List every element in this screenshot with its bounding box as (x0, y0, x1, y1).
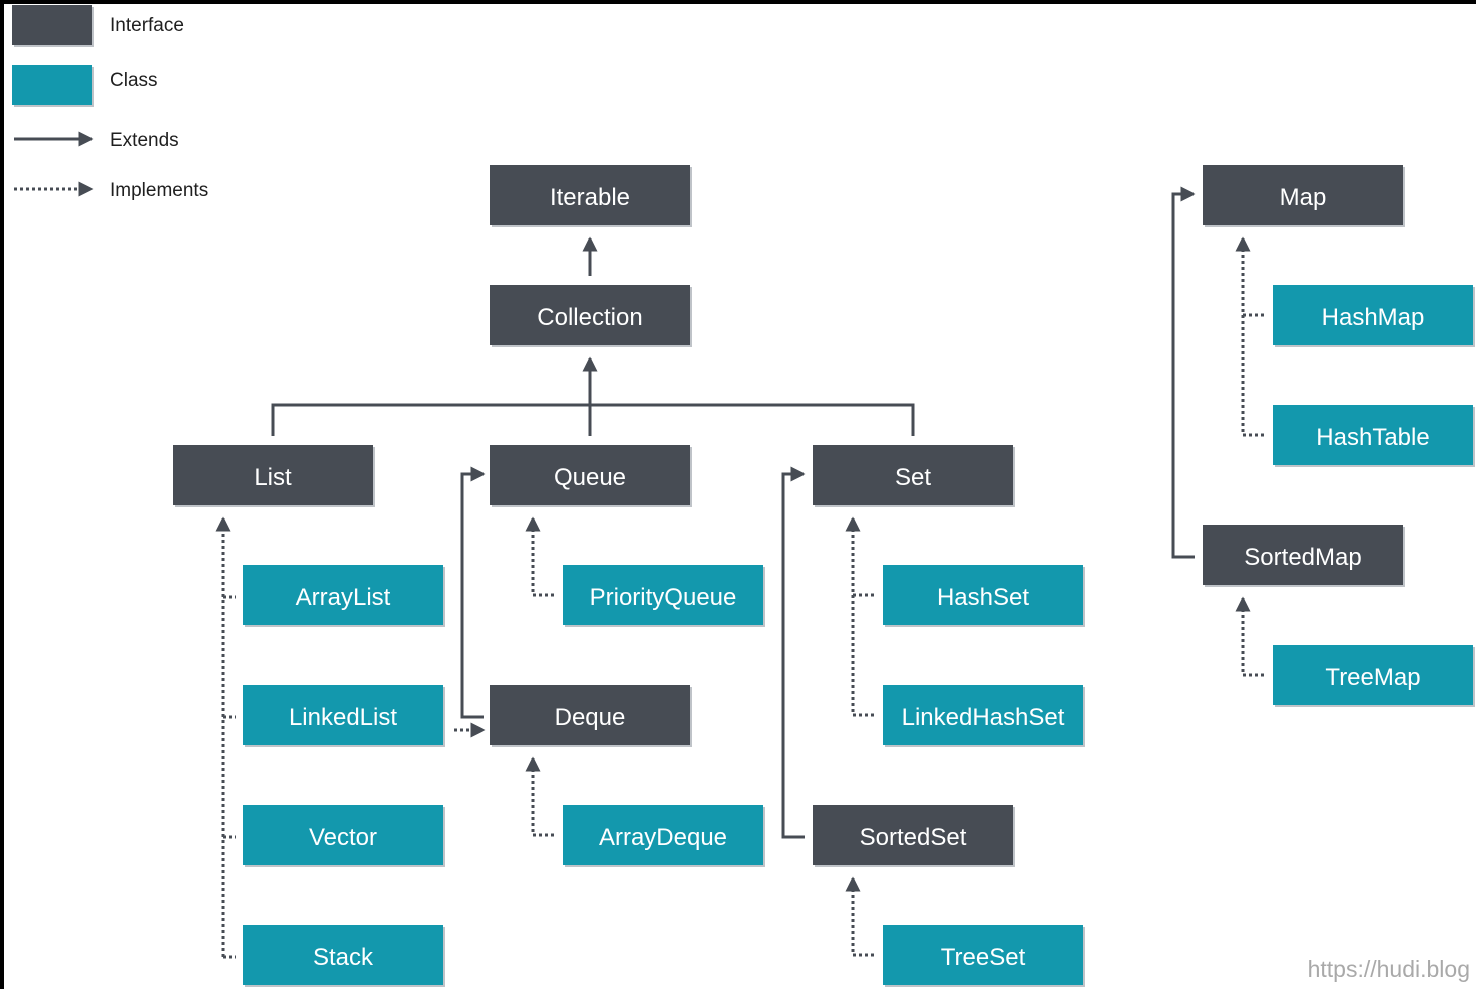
node-box (1273, 405, 1473, 465)
node-label: PriorityQueue (590, 584, 737, 611)
connectors (215, 186, 1264, 959)
collection-hierarchy-diagram: Interface Class Extends Implements (12, 5, 1475, 987)
node-box (883, 925, 1083, 985)
legend: Interface Class Extends Implements (12, 5, 208, 201)
node-box (813, 805, 1013, 865)
node-label: Vector (309, 824, 377, 851)
legend-interface-swatch (12, 5, 92, 45)
node-set: Set (813, 445, 1015, 507)
treeset-implements-sortedset-arrow (845, 876, 874, 957)
legend-implements: Implements (14, 180, 208, 201)
node-list: List (173, 445, 375, 507)
node-box (490, 445, 690, 505)
node-label: HashTable (1316, 424, 1429, 451)
node-label: Set (895, 464, 931, 491)
arraydeque-implements-deque-arrow (525, 756, 554, 837)
sortedmap-extends-map-arrow (1171, 186, 1196, 559)
node-label: SortedSet (860, 824, 967, 851)
node-vector: Vector (243, 805, 445, 867)
legend-implements-label: Implements (110, 180, 208, 201)
node-hashset: HashSet (883, 565, 1085, 627)
deque-extends-queue-arrow (460, 466, 486, 719)
node-sortedmap: SortedMap (1203, 525, 1405, 587)
node-box (1203, 525, 1403, 585)
node-treeset: TreeSet (883, 925, 1085, 987)
node-box (490, 685, 690, 745)
node-label: HashMap (1322, 304, 1425, 331)
node-label: ArrayDeque (599, 824, 727, 851)
node-box (490, 285, 690, 345)
legend-class-label: Class (110, 70, 158, 91)
node-box (563, 565, 763, 625)
node-sortedset: SortedSet (813, 805, 1015, 867)
node-label: ArrayList (296, 584, 391, 611)
watermark-text: https://hudi.blog (1308, 956, 1470, 982)
node-label: HashSet (937, 584, 1029, 611)
legend-class-swatch (12, 65, 92, 105)
set-implementations-trunk-arrow (845, 516, 874, 717)
node-box (883, 565, 1083, 625)
diagram-canvas: Interface Class Extends Implements (4, 4, 1476, 989)
node-hashmap: HashMap (1273, 285, 1475, 347)
node-box (813, 445, 1013, 505)
node-map: Map (1203, 165, 1405, 227)
node-box (1273, 285, 1473, 345)
node-stack: Stack (243, 925, 445, 987)
node-hashtable: HashTable (1273, 405, 1475, 467)
node-linkedhashset: LinkedHashSet (883, 685, 1085, 747)
legend-extends: Extends (14, 130, 179, 151)
treemap-implements-sortedmap-arrow (1235, 596, 1264, 677)
interface-nodes: Iterable Collection List Queue Set Deque (173, 165, 1405, 867)
node-label: Queue (554, 464, 626, 491)
node-box (243, 565, 443, 625)
node-label: Map (1280, 184, 1327, 211)
sortedset-extends-set-arrow (781, 466, 806, 839)
node-box (243, 805, 443, 865)
map-implementations-trunk-arrow (1235, 236, 1264, 437)
legend-class: Class (12, 65, 158, 107)
node-label: LinkedHashSet (902, 704, 1065, 731)
node-label: Iterable (550, 184, 630, 211)
node-box (1273, 645, 1473, 705)
node-box (563, 805, 763, 865)
node-box (490, 165, 690, 225)
subinterfaces-bracket-line (271, 403, 915, 436)
legend-interface: Interface (12, 5, 184, 47)
class-nodes: ArrayList LinkedList Vector Stack Priori… (243, 285, 1475, 987)
node-arraydeque: ArrayDeque (563, 805, 765, 867)
legend-extends-label: Extends (110, 130, 179, 151)
node-queue: Queue (490, 445, 692, 507)
node-collection: Collection (490, 285, 692, 347)
node-iterable: Iterable (490, 165, 692, 227)
node-label: TreeMap (1325, 664, 1420, 691)
node-priorityqueue: PriorityQueue (563, 565, 765, 627)
node-label: SortedMap (1244, 544, 1361, 571)
node-treemap: TreeMap (1273, 645, 1475, 707)
node-box (173, 445, 373, 505)
node-label: List (254, 464, 292, 491)
node-box (883, 685, 1083, 745)
legend-interface-label: Interface (110, 15, 184, 36)
node-label: Collection (537, 304, 642, 331)
priorityqueue-implements-queue-arrow (525, 516, 554, 597)
node-label: Deque (555, 704, 626, 731)
node-label: TreeSet (941, 944, 1026, 971)
node-box (1203, 165, 1403, 225)
node-label: Stack (313, 944, 374, 971)
implements-connectors (215, 236, 1264, 959)
node-box (243, 925, 443, 985)
node-label: LinkedList (289, 704, 397, 731)
node-linkedlist: LinkedList (243, 685, 445, 747)
node-deque: Deque (490, 685, 692, 747)
node-arraylist: ArrayList (243, 565, 445, 627)
node-box (243, 685, 443, 745)
